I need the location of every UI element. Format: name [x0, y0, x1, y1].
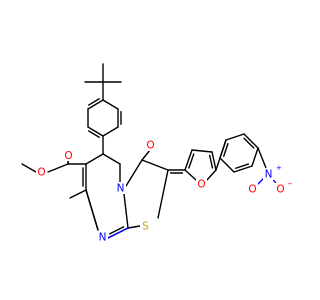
furan-bond — [211, 151, 217, 171]
nitro-oxygen-double: O — [248, 184, 256, 196]
aryl2-bond — [225, 133, 245, 141]
ester-methyl-bond — [21, 163, 37, 173]
aryl-bond — [102, 99, 119, 110]
aryl-bond — [102, 126, 119, 137]
aryl-bond — [87, 99, 104, 110]
ester-ether-oxygen: O — [37, 167, 45, 179]
furan-bond — [184, 149, 193, 171]
molecule-canvas: O O O N N S O N + O O − — [21, 63, 293, 244]
aryl2-bond — [219, 139, 227, 159]
nitro-nitrogen: N — [265, 169, 273, 181]
aryl2-bond — [233, 165, 253, 173]
thiazole-bond — [141, 159, 169, 171]
furan-bond — [206, 169, 217, 181]
furan-oxygen: O — [197, 179, 205, 191]
nitro-bond — [257, 147, 267, 169]
ketone-oxygen: O — [146, 140, 154, 152]
aryl2-bond — [223, 142, 229, 157]
ring-bond — [85, 153, 104, 165]
ring-bond — [85, 189, 99, 231]
ester-bond — [47, 163, 69, 173]
nitro-minus-charge: − — [287, 180, 293, 188]
atom-labels: O O O N N S O N + O O − — [36, 139, 293, 244]
furan-bond — [188, 153, 195, 169]
nitro-oxygen-single: O — [276, 184, 284, 196]
thiazole-bond — [125, 159, 143, 187]
ring-nitrogen-bridge: N — [117, 183, 125, 195]
molecule-structure: O O O N N S O N + O O − — [21, 63, 293, 244]
ring-bond — [123, 193, 129, 229]
ring-bond — [102, 153, 121, 165]
imine-bond — [107, 227, 129, 239]
imine-bond — [108, 226, 125, 235]
ester-carbonyl-oxygen: O — [64, 150, 72, 162]
thiazole-bond — [127, 225, 141, 229]
nitro-plus-charge: + — [276, 164, 282, 172]
aryl-bond — [88, 98, 100, 106]
aryl2-bond — [235, 163, 250, 169]
furan-bond — [208, 154, 214, 169]
aryl2-bond — [251, 147, 259, 167]
ketone-bond — [142, 150, 150, 160]
aryl-bond — [88, 130, 100, 138]
bonds — [21, 63, 267, 239]
aryl2-bond — [243, 137, 255, 149]
furan-bond — [191, 149, 213, 153]
aryl2-bond — [219, 157, 235, 173]
furan-bond — [184, 169, 197, 181]
thiazole-bond — [157, 169, 169, 219]
thiazole-sulfur: S — [142, 221, 149, 233]
methyl-bond — [69, 189, 87, 199]
ring-nitrogen-imine: N — [99, 232, 107, 244]
aryl-bond — [87, 126, 104, 137]
aryl2-bond — [243, 133, 259, 149]
